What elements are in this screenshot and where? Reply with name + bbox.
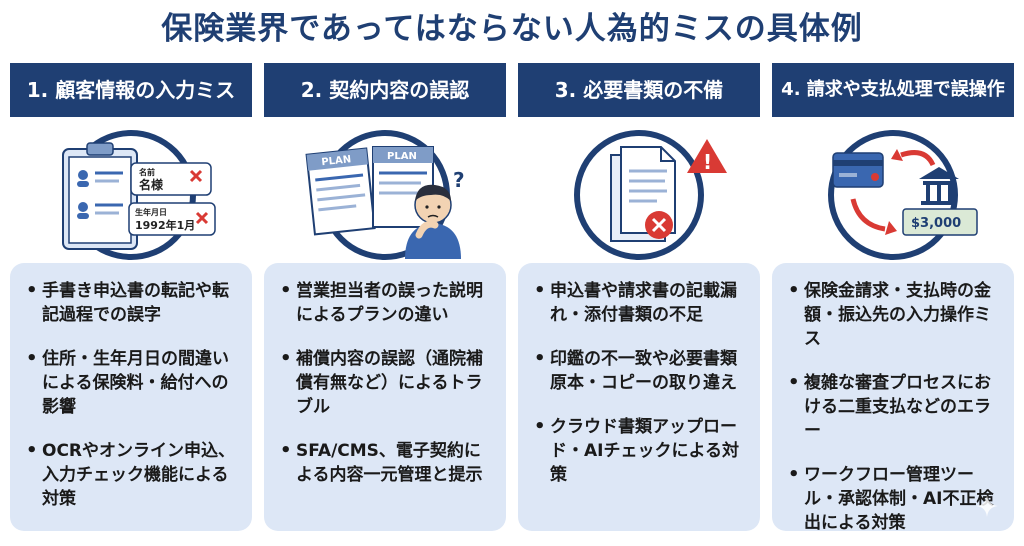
amount-label: $3,000 [911,216,961,231]
list-item: •住所・生年月日の間違いによる保険料・給付への影響 [26,348,229,417]
list-item: •営業担当者の誤った説明によるプランの違い [280,280,483,325]
plan-label: PLAN [321,154,352,168]
column-header: 2. 契約内容の誤認 [264,63,506,117]
sparkle-icon [976,495,998,517]
label-value: 名様 [139,177,164,192]
list-item: •印鑑の不一致や必要書類原本・コピーの取り違え [534,348,737,393]
list-item: •OCRやオンライン申込、入力チェック機能による対策 [26,440,236,509]
list-item: •保険金請求・支払時の金額・振込先の入力操作ミス [788,280,991,349]
column-input-error: 1. 顧客情報の入力ミス 名前 名様 生年月日 1992年1月 •手書き申込書の… [10,63,252,539]
alert-mark: ! [703,150,712,174]
clipboard-form-icon: 名前 名様 生年月日 1992年1月 [62,130,216,260]
list-item: •クラウド書類アップロード・AIチェックによる対策 [534,416,739,485]
confused-person-icon: PLAN PLAN ? [305,130,465,260]
list-item: •手書き申込書の転記や転記過程での誤字 [26,280,229,325]
missing-document-icon: ! [574,130,727,260]
list-item: •申込書や請求書の記載漏れ・添付書類の不足 [534,280,737,325]
list-item: •補償内容の誤認（通院補償有無など）によるトラブル [280,348,483,417]
list-item: •SFA/CMS、電子契約による内容一元管理と提示 [280,440,483,485]
column-header: 3. 必要書類の不備 [518,63,760,117]
column-card: •保険金請求・支払時の金額・振込先の入力操作ミス •複雑な審査プロセスにおける二… [772,263,1014,533]
label-value: 1992年1月 [135,218,195,232]
column-contract-misunderstanding: 2. 契約内容の誤認 PLAN PLAN ? •営業担当者の誤った説明によるプラ… [264,63,506,539]
list-item: •複雑な審査プロセスにおける二重支払などのエラー [788,372,991,441]
close-icon [651,217,667,233]
page-title: 保険業界であってはならない人為的ミスの具体例 [161,11,863,47]
column-header: 1. 顧客情報の入力ミス [10,63,252,117]
payment-transfer-icon: $3,000 [828,130,978,260]
label-small: 生年月日 [135,207,167,217]
close-icon [195,211,209,225]
question-mark: ? [453,168,465,192]
column-card: •申込書や請求書の記載漏れ・添付書類の不足 •印鑑の不一致や必要書類原本・コピー… [518,263,760,531]
credit-card-icon [832,152,884,188]
alert-icon [687,139,727,173]
column-header: 4. 請求や支払処理で誤操作 [772,63,1014,117]
column-missing-documents: 3. 必要書類の不備 ! •申込書や請求書の記載漏れ・添付書類の不足 •印鑑の不… [518,63,760,539]
label-small: 名前 [139,167,155,177]
column-payment-error: 4. 請求や支払処理で誤操作 $3,000 •保険金請求・支払時の金額・振込先の… [772,63,1014,539]
column-card: •手書き申込書の転記や転記過程での誤字 •住所・生年月日の間違いによる保険料・給… [10,263,252,531]
column-card: •営業担当者の誤った説明によるプランの違い •補償内容の誤認（通院補償有無など）… [264,263,506,531]
close-icon [189,169,203,183]
bank-icon [919,167,959,179]
list-item: •ワークフロー管理ツール・承認体制・AI不正検出による対策 [788,464,994,533]
plan-label: PLAN [387,151,417,162]
cash-icon [902,208,978,236]
